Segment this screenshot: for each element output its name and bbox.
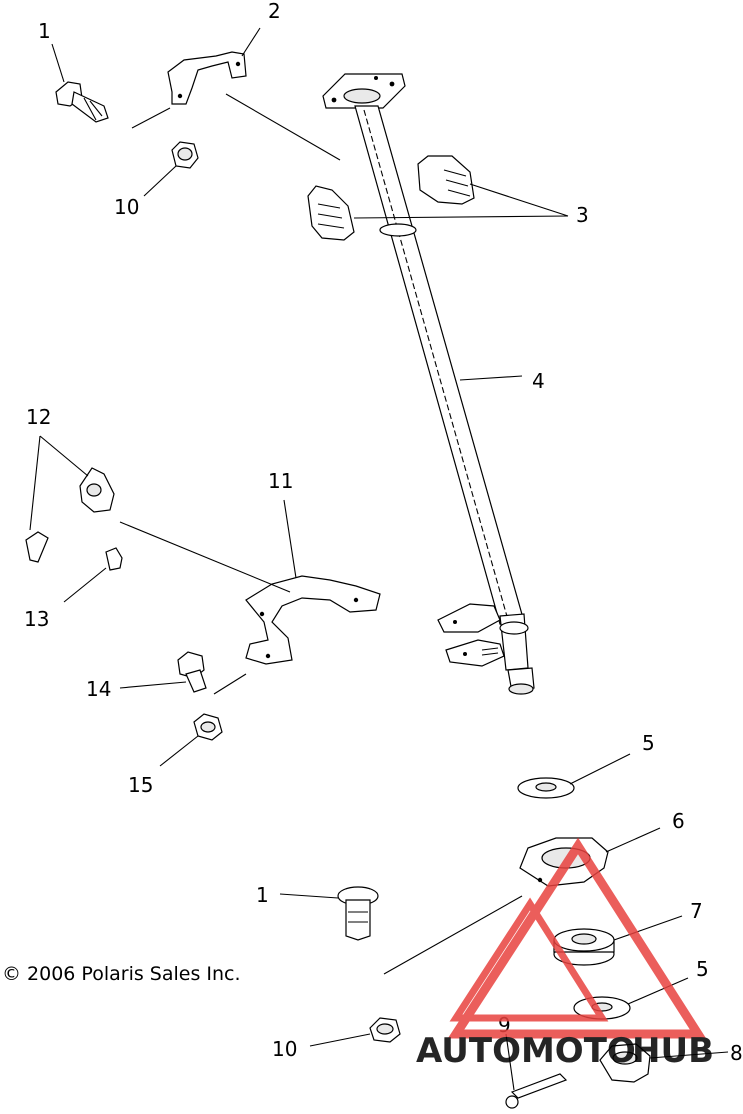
callout-6: 6	[672, 809, 685, 833]
screw-part-13	[105, 547, 123, 571]
watermark-logo: AUTOMOTO HUB	[416, 837, 714, 1071]
bolt-part-1-top	[55, 81, 109, 123]
nut-part-10-lower	[369, 1017, 401, 1043]
callout-10-top: 10	[114, 195, 139, 219]
callout-10-lower: 10	[272, 1037, 297, 1061]
callout-1-lower: 1	[256, 883, 269, 907]
callout-13: 13	[24, 607, 49, 631]
callout-8: 8	[730, 1041, 743, 1065]
spacer-part-7	[553, 928, 615, 966]
callout-7: 7	[690, 899, 703, 923]
callout-12: 12	[26, 405, 51, 429]
watermark-text-hub: HUB	[632, 1031, 714, 1071]
nut-part-10-top	[171, 141, 199, 169]
callout-2: 2	[268, 0, 281, 23]
callout-4: 4	[532, 369, 545, 393]
bolt-part-14	[177, 651, 207, 693]
copyright-notice: © 2006 Polaris Sales Inc.	[2, 963, 241, 985]
watermark-text-automoto: AUTOMOTO	[416, 1031, 636, 1071]
callout-15: 15	[128, 773, 153, 797]
bolt-part-1-lower	[337, 886, 379, 941]
cotter-pin-part-9	[505, 1073, 568, 1109]
callout-11: 11	[268, 469, 293, 493]
callout-5-upper: 5	[642, 731, 655, 755]
clip-part-12	[25, 467, 115, 563]
callout-14: 14	[86, 677, 111, 701]
steering-post	[322, 73, 535, 695]
castle-nut-part-8	[599, 1043, 651, 1083]
leader-lines	[29, 27, 729, 1091]
callout-5-lower: 5	[696, 957, 709, 981]
clamp-part-2	[167, 51, 247, 105]
washer-part-5-upper	[517, 777, 575, 799]
callout-3: 3	[576, 203, 589, 227]
callout-1-top: 1	[38, 19, 51, 43]
nut-part-15	[193, 713, 223, 741]
bushings-part-3	[307, 155, 475, 241]
bracket-part-11	[245, 575, 381, 665]
